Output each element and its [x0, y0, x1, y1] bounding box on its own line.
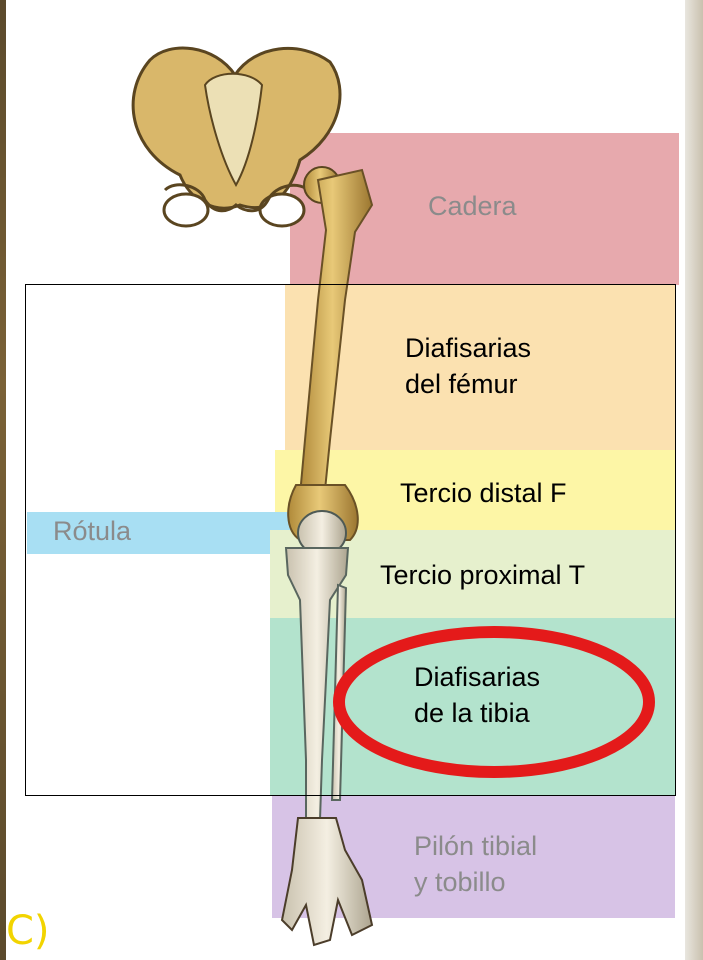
- pelvis-drawing: [133, 48, 340, 226]
- corner-c-mark-icon: C): [6, 908, 50, 954]
- label-rotula: Rótula: [53, 513, 131, 549]
- foot-drawing: [282, 818, 372, 945]
- label-diafisarias-femur: Diafisarias del fémur: [405, 330, 531, 402]
- label-pilon: Pilón tibial y tobillo: [414, 828, 537, 900]
- label-cadera: Cadera: [428, 188, 517, 224]
- label-tercio-distal: Tercio distal F: [400, 475, 567, 511]
- label-tercio-proximal: Tercio proximal T: [380, 557, 585, 593]
- label-diafisarias-tibia: Diafisarias de la tibia: [414, 659, 540, 731]
